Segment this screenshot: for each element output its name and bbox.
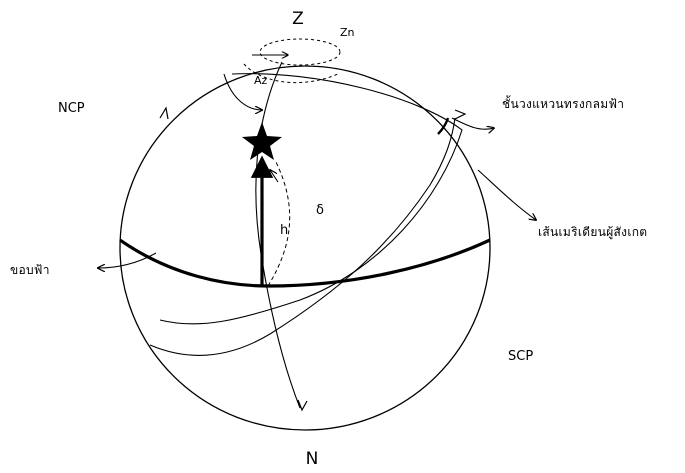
zenith-distance-line bbox=[267, 159, 291, 287]
horizon-callout-arrow bbox=[98, 252, 157, 268]
sphere-direction-arrow-upper-right bbox=[454, 109, 467, 120]
zenith-label: Z bbox=[292, 9, 304, 29]
zenith-distance-label: Zn bbox=[340, 26, 355, 39]
north-point-label: N bbox=[306, 449, 319, 469]
hour-angle-label: δ bbox=[316, 203, 324, 218]
horizon-line bbox=[119, 238, 491, 288]
vertical-circle-label: ชั้นวงแหวนทรงกลมฟ้า bbox=[502, 95, 624, 111]
celestial-sphere-outline bbox=[119, 65, 491, 431]
azimuth-label: Az bbox=[254, 74, 268, 87]
ncp-label: NCP bbox=[58, 101, 85, 116]
horizon-label: ขอบฟ้า bbox=[10, 263, 50, 277]
star-icon bbox=[242, 122, 282, 160]
vertical-circle-callout-arrow bbox=[451, 117, 494, 129]
vertical-circle-marker bbox=[437, 117, 450, 135]
azimuth-dashed-arc bbox=[243, 63, 339, 84]
meridian-callout-arrow bbox=[477, 169, 536, 220]
altitude-label: h bbox=[280, 223, 288, 238]
azimuth-arc bbox=[223, 73, 262, 110]
meridian-label: เส้นเมริเดียนผู้สังเกต bbox=[538, 225, 647, 240]
celestial-equator-circle bbox=[149, 117, 456, 356]
sphere-direction-arrow-upper-left bbox=[159, 106, 169, 120]
zenith-dashed-ellipse bbox=[259, 38, 341, 66]
scp-label: SCP bbox=[508, 349, 533, 364]
hour-angle-arrow bbox=[270, 170, 279, 183]
sphere-direction-arrow-bottom bbox=[297, 399, 308, 412]
hour-circle-arc bbox=[159, 73, 463, 325]
